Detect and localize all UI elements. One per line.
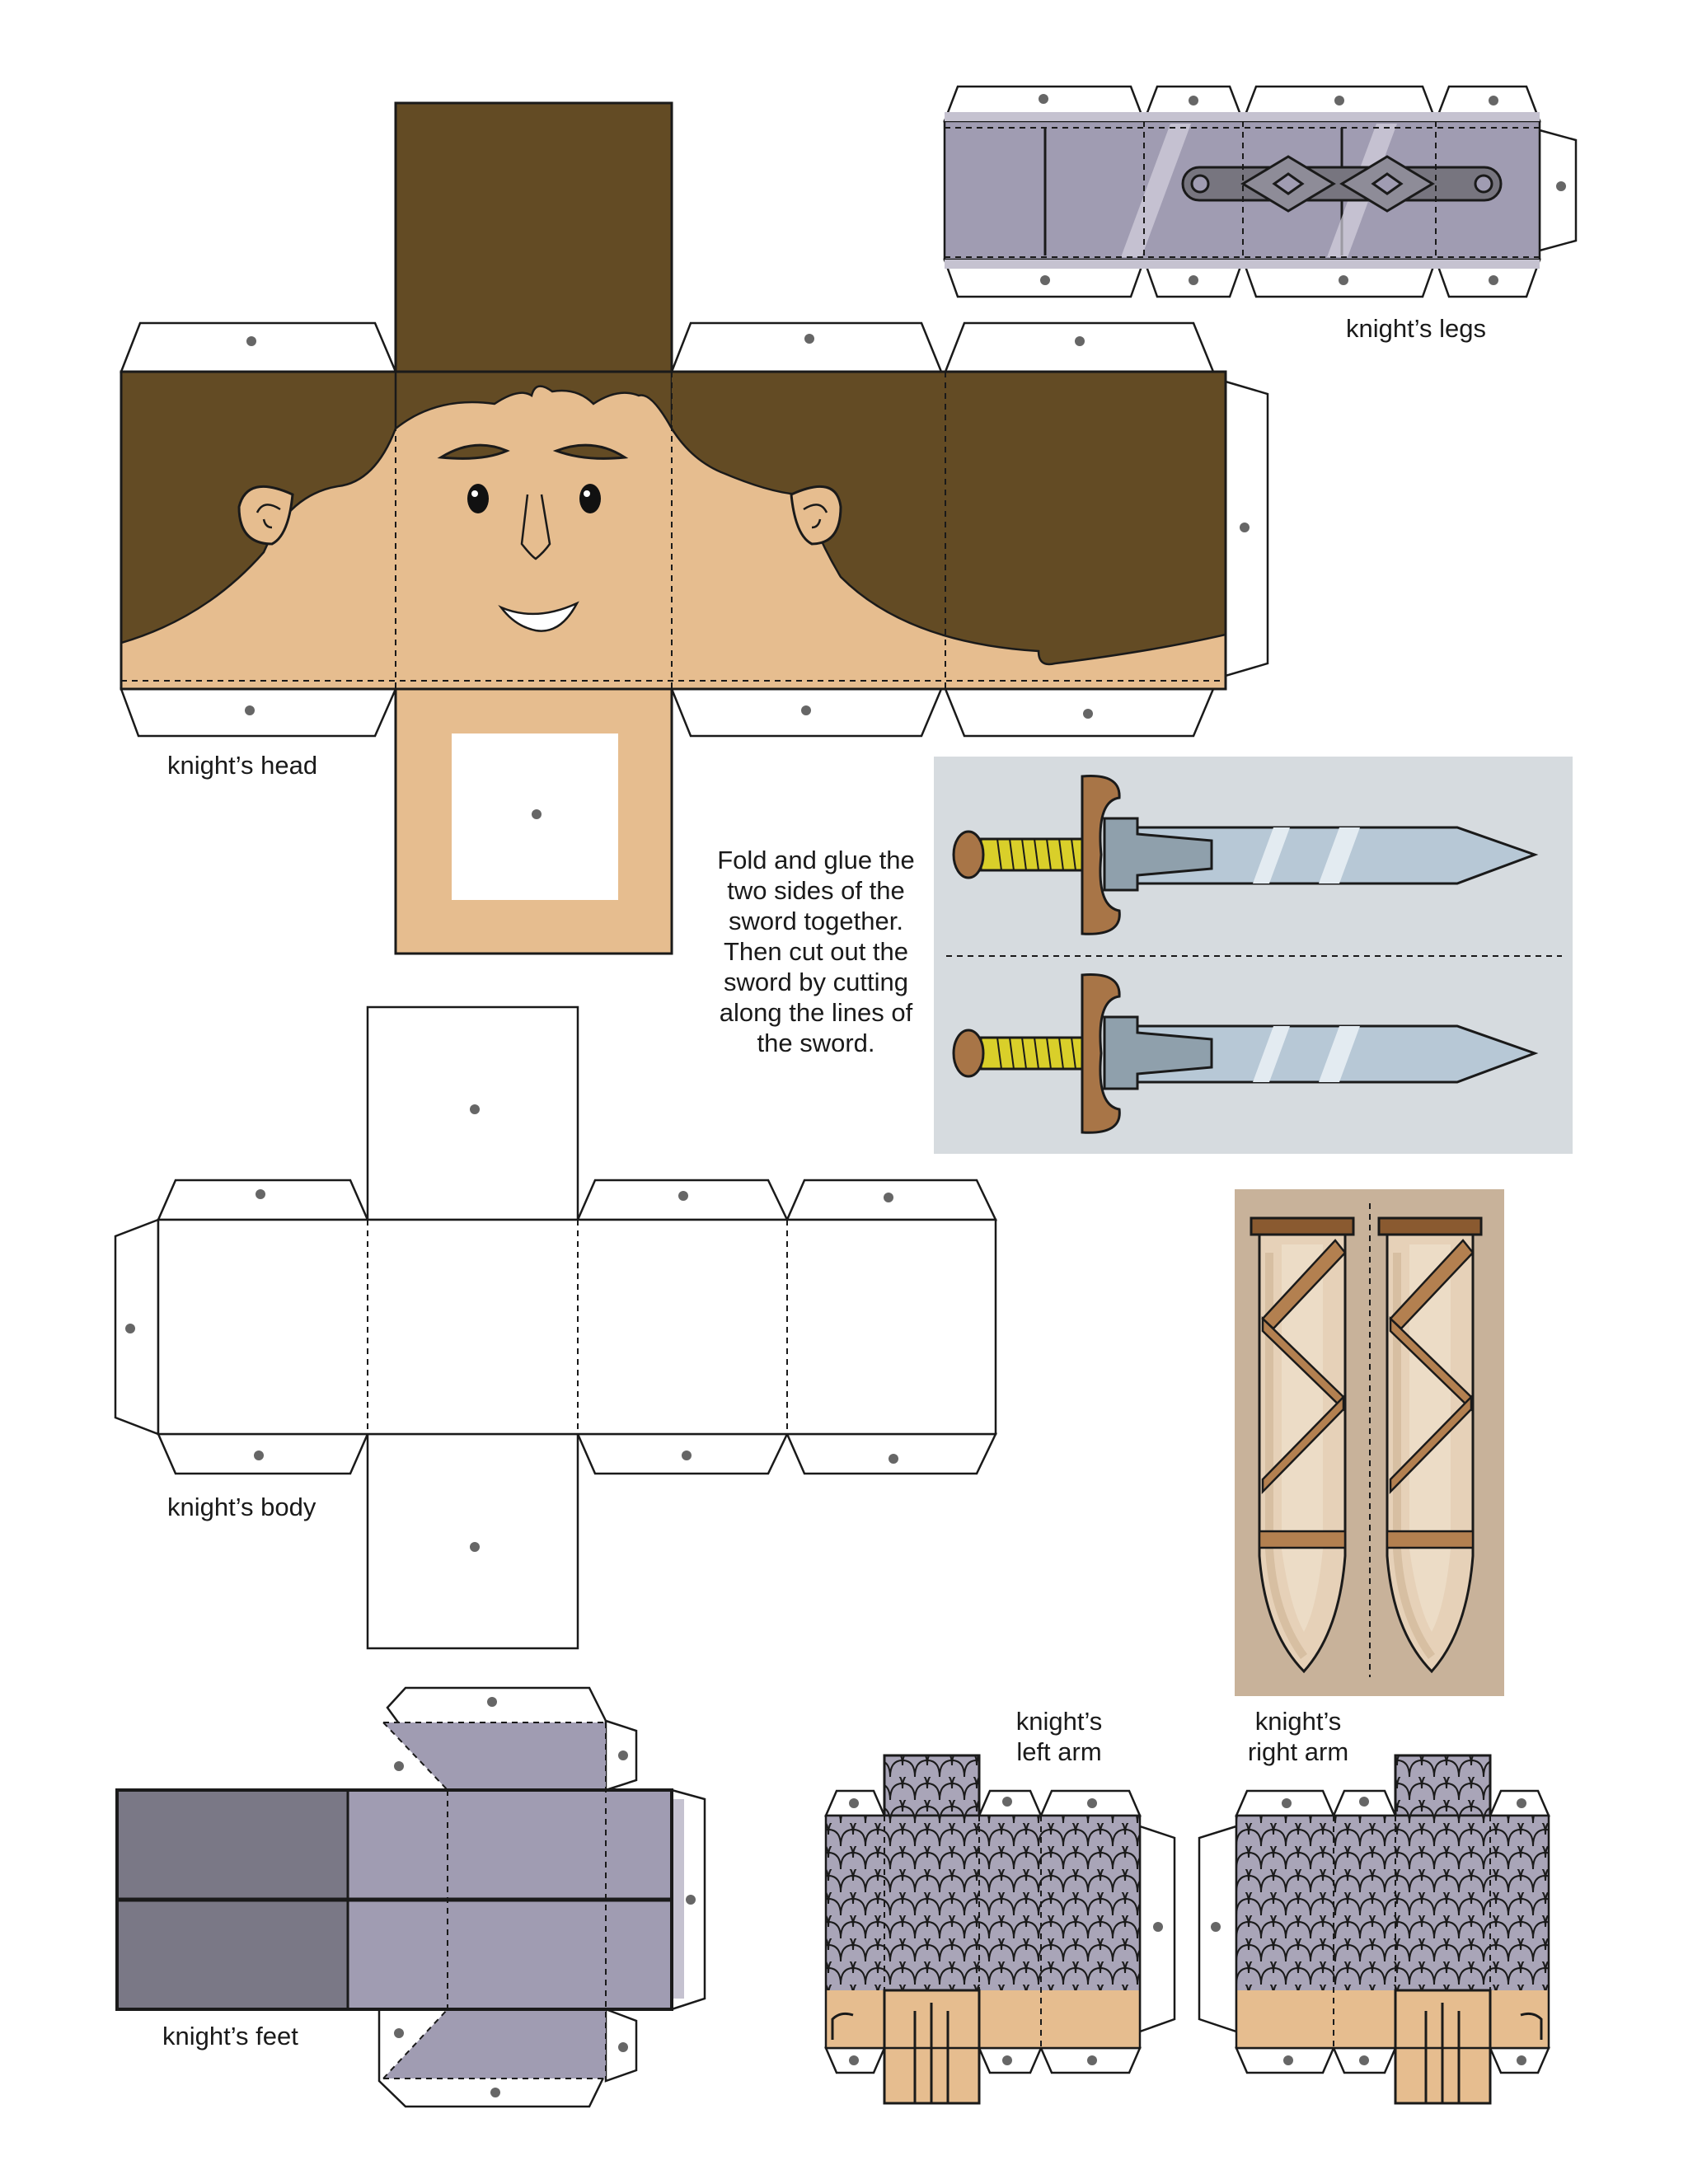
legs-label: knight’s legs <box>1346 314 1487 343</box>
instruction-line: along the lines of <box>719 998 913 1027</box>
knight-left-arm-template <box>824 1754 1176 2105</box>
knight-feet-template <box>115 1686 706 2108</box>
feet-label: knight’s feet <box>162 2022 298 2050</box>
left-arm-label: knight’s left arm <box>997 1706 1121 1767</box>
scabbard-template <box>1235 1189 1504 1696</box>
instruction-line: sword together. <box>729 907 903 935</box>
left-arm-label-line2: left arm <box>1016 1737 1102 1766</box>
scabbard-icon <box>1250 1216 1355 1674</box>
sword-icon <box>952 973 1539 1134</box>
instruction-line: Then cut out the <box>723 937 909 966</box>
knight-body-template <box>114 1005 997 1650</box>
sword-instructions: Fold and glue the two sides of the sword… <box>692 845 940 1058</box>
body-label: knight’s body <box>167 1493 316 1521</box>
instruction-line: the sword. <box>757 1029 875 1057</box>
instruction-line: two sides of the <box>727 876 905 905</box>
left-arm-label-line1: knight’s <box>1015 1707 1103 1736</box>
right-arm-label: knight’s right arm <box>1236 1706 1360 1767</box>
instruction-line: Fold and glue the <box>717 846 915 874</box>
knight-head-template <box>120 101 1269 955</box>
instruction-line: sword by cutting <box>724 968 908 996</box>
sword-template <box>934 757 1573 1154</box>
knight-legs-template <box>943 85 1578 298</box>
head-label: knight’s head <box>167 751 318 780</box>
knight-right-arm-template <box>1198 1754 1550 2105</box>
right-arm-label-line2: right arm <box>1247 1737 1349 1766</box>
face-icon <box>437 443 629 632</box>
right-arm-label-line1: knight’s <box>1254 1707 1342 1736</box>
scabbard-icon <box>1377 1216 1483 1674</box>
glue-dot-icon <box>245 334 1250 719</box>
sword-icon <box>952 775 1539 935</box>
ear-icon <box>237 485 842 546</box>
